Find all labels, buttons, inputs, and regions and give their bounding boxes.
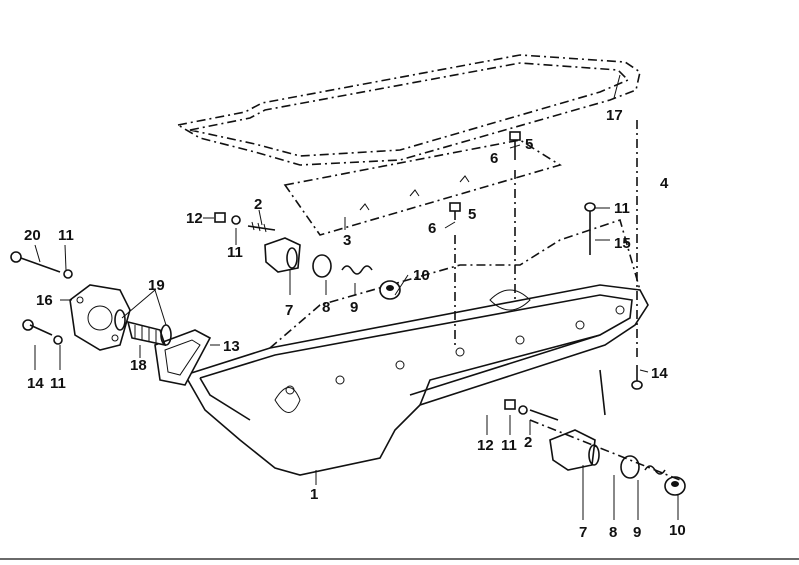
callout-2: 2 <box>524 434 532 451</box>
callout-11: 11 <box>227 244 243 261</box>
callout-7: 7 <box>285 302 293 319</box>
callout-9: 9 <box>350 299 358 316</box>
pump-housing <box>69 284 131 351</box>
callout-7: 7 <box>579 524 587 541</box>
callout-11: 11 <box>614 200 630 217</box>
gasket-outline <box>175 54 641 166</box>
callout-16: 16 <box>36 292 53 309</box>
callout-5: 5 <box>468 206 476 223</box>
callout-5: 5 <box>525 136 533 153</box>
callout-10: 10 <box>669 522 686 539</box>
callout-6: 6 <box>428 220 436 237</box>
callout-8: 8 <box>609 524 617 541</box>
upper-plug-assembly <box>264 237 401 300</box>
callout-12: 12 <box>477 437 494 454</box>
callout-12: 12 <box>186 210 203 227</box>
callout-6: 6 <box>490 150 498 167</box>
callout-10: 10 <box>413 267 430 284</box>
pipe-18 <box>126 320 167 347</box>
callout-14: 14 <box>27 375 44 392</box>
fasteners <box>10 131 643 421</box>
callout-15: 15 <box>614 235 631 252</box>
oil-pan <box>183 218 649 476</box>
callout-13: 13 <box>223 338 240 355</box>
callout-18: 18 <box>130 357 147 374</box>
callout-11: 11 <box>58 227 74 244</box>
baffle-plate <box>283 139 562 236</box>
callout-1: 1 <box>310 486 318 503</box>
callout-2: 2 <box>254 196 262 213</box>
callout-20: 20 <box>24 227 41 244</box>
leader-lines <box>34 74 681 520</box>
callout-17: 17 <box>606 107 623 124</box>
callout-9: 9 <box>633 524 641 541</box>
callout-14: 14 <box>651 365 668 382</box>
callout-19: 19 <box>148 277 165 294</box>
callout-11: 11 <box>501 437 517 454</box>
callout-labels: 1 2 2 3 4 5 5 6 6 7 7 8 8 9 9 10 10 11 1… <box>24 107 686 541</box>
callout-11: 11 <box>50 375 66 392</box>
callout-8: 8 <box>322 299 330 316</box>
callout-4: 4 <box>660 175 669 192</box>
lower-plug-assembly <box>549 429 686 496</box>
callout-3: 3 <box>343 232 351 249</box>
